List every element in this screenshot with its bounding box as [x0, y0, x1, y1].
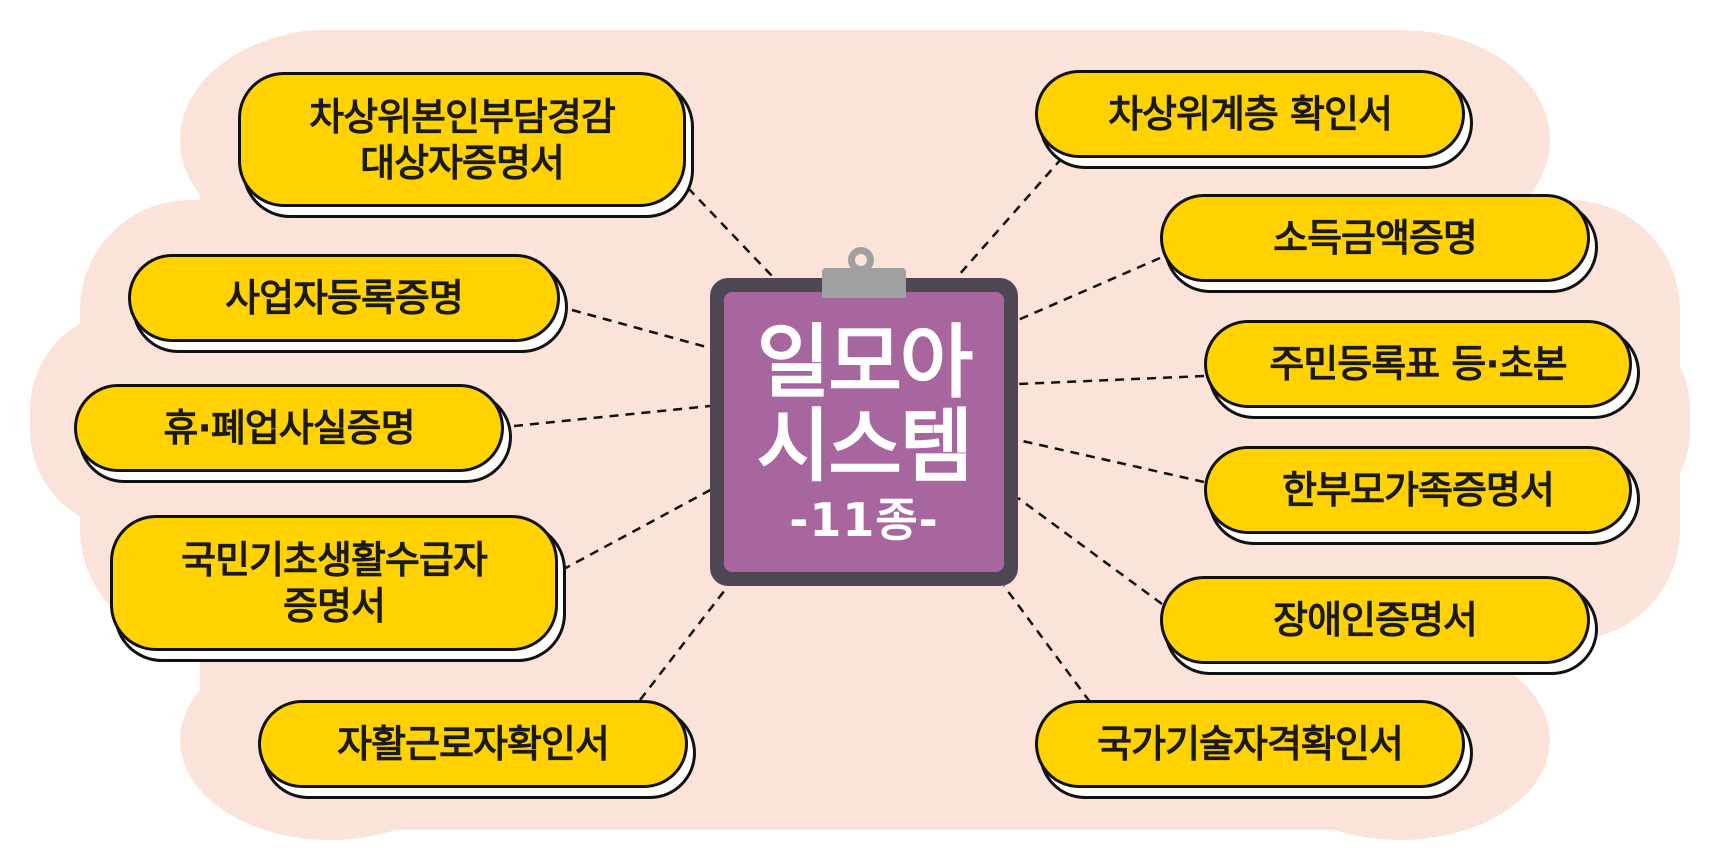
item-pill-national-technical-qualification[interactable]: 국가기술자격확인서: [1035, 700, 1465, 788]
connector-line: [639, 585, 729, 701]
item-label: 장애인증명서: [1273, 598, 1478, 642]
item-label: 국가기술자격확인서: [1097, 722, 1404, 766]
connector-line: [1017, 256, 1161, 322]
item-label: 휴·폐업사실증명: [163, 406, 415, 450]
item-label: 사업자등록증명: [225, 276, 464, 320]
item-pill-closure-certificate[interactable]: 휴·폐업사실증명: [74, 384, 504, 472]
connector-line: [513, 404, 711, 428]
clipboard-clip-icon: [822, 268, 906, 298]
item-label: 자활근로자확인서: [337, 722, 610, 766]
clipboard-board: 일모아 시스템 -11종-: [710, 278, 1018, 586]
item-label: 한부모가족증명서: [1282, 468, 1555, 512]
connector-line: [687, 187, 773, 277]
connector-line: [1017, 496, 1163, 606]
item-pill-business-registration[interactable]: 사업자등록증명: [128, 254, 560, 342]
item-pill-near-poverty[interactable]: 차상위계층 확인서: [1035, 70, 1465, 158]
connector-line: [1002, 585, 1092, 703]
clipboard-paper: 일모아 시스템 -11종-: [724, 292, 1004, 572]
item-label: 차상위본인부담경감 대상자증명서: [309, 94, 616, 185]
clipboard-ring-icon: [848, 247, 874, 273]
item-label: 차상위계층 확인서: [1108, 92, 1393, 136]
connector-line: [957, 157, 1063, 277]
center-subtitle: -11종-: [789, 493, 939, 547]
item-pill-chasangwi-copay[interactable]: 차상위본인부담경감 대상자증명서: [238, 72, 686, 207]
item-pill-self-support-worker[interactable]: 자활근로자확인서: [258, 700, 688, 788]
item-label: 국민기초생활수급자 증명서: [181, 538, 488, 628]
connector-line: [1017, 374, 1205, 386]
connector-line: [571, 308, 711, 350]
item-pill-income-amount[interactable]: 소득금액증명: [1160, 194, 1590, 282]
connector-line: [561, 486, 715, 572]
connector-line: [1017, 438, 1205, 484]
item-pill-basic-livelihood[interactable]: 국민기초생활수급자 증명서: [110, 515, 558, 651]
item-pill-single-parent[interactable]: 한부모가족증명서: [1204, 446, 1632, 534]
item-pill-disability[interactable]: 장애인증명서: [1160, 576, 1590, 664]
item-label: 소득금액증명: [1273, 216, 1478, 260]
item-pill-resident-registration[interactable]: 주민등록표 등·초본: [1204, 320, 1632, 408]
item-label: 주민등록표 등·초본: [1269, 342, 1567, 386]
center-title: 일모아 시스템: [756, 316, 974, 493]
